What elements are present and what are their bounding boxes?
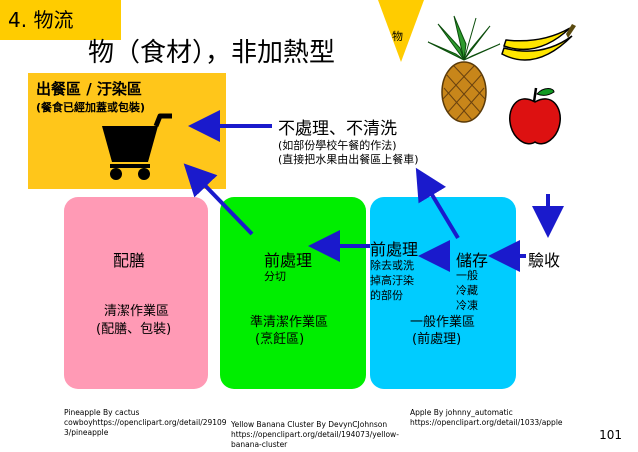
- no-process-note-line-1: (如部份學校午餐的作法): [278, 139, 397, 152]
- clean-zone-area-sub: (配膳、包裝): [96, 322, 172, 337]
- storage-label: 儲存: [456, 251, 489, 270]
- clean-zone-area: 清潔作業區: [104, 304, 170, 319]
- semi-clean-zone-area-sub: (烹飪區): [255, 332, 305, 347]
- semi-clean-zone-box: [220, 197, 366, 389]
- section-tag: 4. 物流: [0, 0, 121, 40]
- apple-credit-line-1: Apple By johnny_automatic: [410, 408, 513, 417]
- clean-zone-label: 配膳: [113, 251, 146, 270]
- storage-item-chilled: 冷藏: [456, 284, 478, 297]
- general-zone-label: 前處理: [370, 240, 419, 259]
- general-zone-box: [370, 197, 516, 389]
- general-zone-detail-1: 除去或洗: [370, 259, 414, 272]
- semi-clean-zone-area: 準清潔作業區: [250, 315, 329, 330]
- semi-clean-zone-label: 前處理: [264, 251, 313, 270]
- general-zone-area-sub: (前處理): [412, 332, 462, 347]
- page-number: 101: [599, 428, 622, 442]
- dirty-zone-title: 出餐區 / 汙染區: [36, 80, 142, 98]
- pineapple-credit: Pineapple By cactus cowboyhttps://opencl…: [64, 408, 227, 438]
- storage-item-normal: 一般: [456, 269, 478, 282]
- general-zone-detail-2: 掉高汙染: [370, 274, 414, 287]
- apple-credit-line-2: https://openclipart.org/detail/1033/appl…: [410, 418, 563, 427]
- page-title: 物（食材），非加熱型: [88, 38, 336, 68]
- clean-zone-box: [64, 197, 208, 389]
- arrow-semi-clean-to-dirty: [183, 163, 254, 236]
- pineapple-icon: [427, 15, 501, 123]
- general-zone-detail-3: 的部份: [370, 289, 403, 302]
- yellow-triangle-marker: [378, 0, 424, 62]
- storage-item-frozen: 冷凍: [456, 299, 478, 312]
- no-process-note: 不處理、不清洗: [278, 119, 397, 139]
- apple-credit: Apple By johnny_automatic https://opencl…: [410, 408, 563, 428]
- apple-icon: [509, 87, 561, 145]
- arrow-storage-to-no-process: [415, 167, 460, 240]
- semi-clean-zone-detail: 分切: [264, 270, 286, 283]
- general-zone-area: 一般作業區: [410, 315, 476, 330]
- pineapple-credit-line-1: Pineapple By cactus: [64, 408, 140, 417]
- shopping-cart-icon: [102, 113, 172, 180]
- banana-credit-line-2: https://openclipart.org/detail/194073/ye…: [231, 430, 399, 439]
- banana-icon: [501, 24, 576, 61]
- receiving-label: 驗收: [528, 251, 561, 270]
- no-process-note-line-2: (直接把水果由出餐區上餐車): [278, 153, 419, 166]
- banana-credit: Yellow Banana Cluster By DevynCJohnson h…: [231, 420, 399, 450]
- pineapple-credit-line-2: cowboyhttps://openclipart.org/detail/291…: [64, 418, 227, 427]
- triangle-label: 物: [392, 30, 403, 43]
- banana-credit-line-1: Yellow Banana Cluster By DevynCJohnson: [231, 420, 388, 429]
- pineapple-credit-line-3: 3/pineapple: [64, 428, 109, 437]
- banana-credit-line-3: banana-cluster: [231, 440, 288, 449]
- dirty-zone-subtitle: (餐食已經加蓋或包裝): [36, 101, 146, 114]
